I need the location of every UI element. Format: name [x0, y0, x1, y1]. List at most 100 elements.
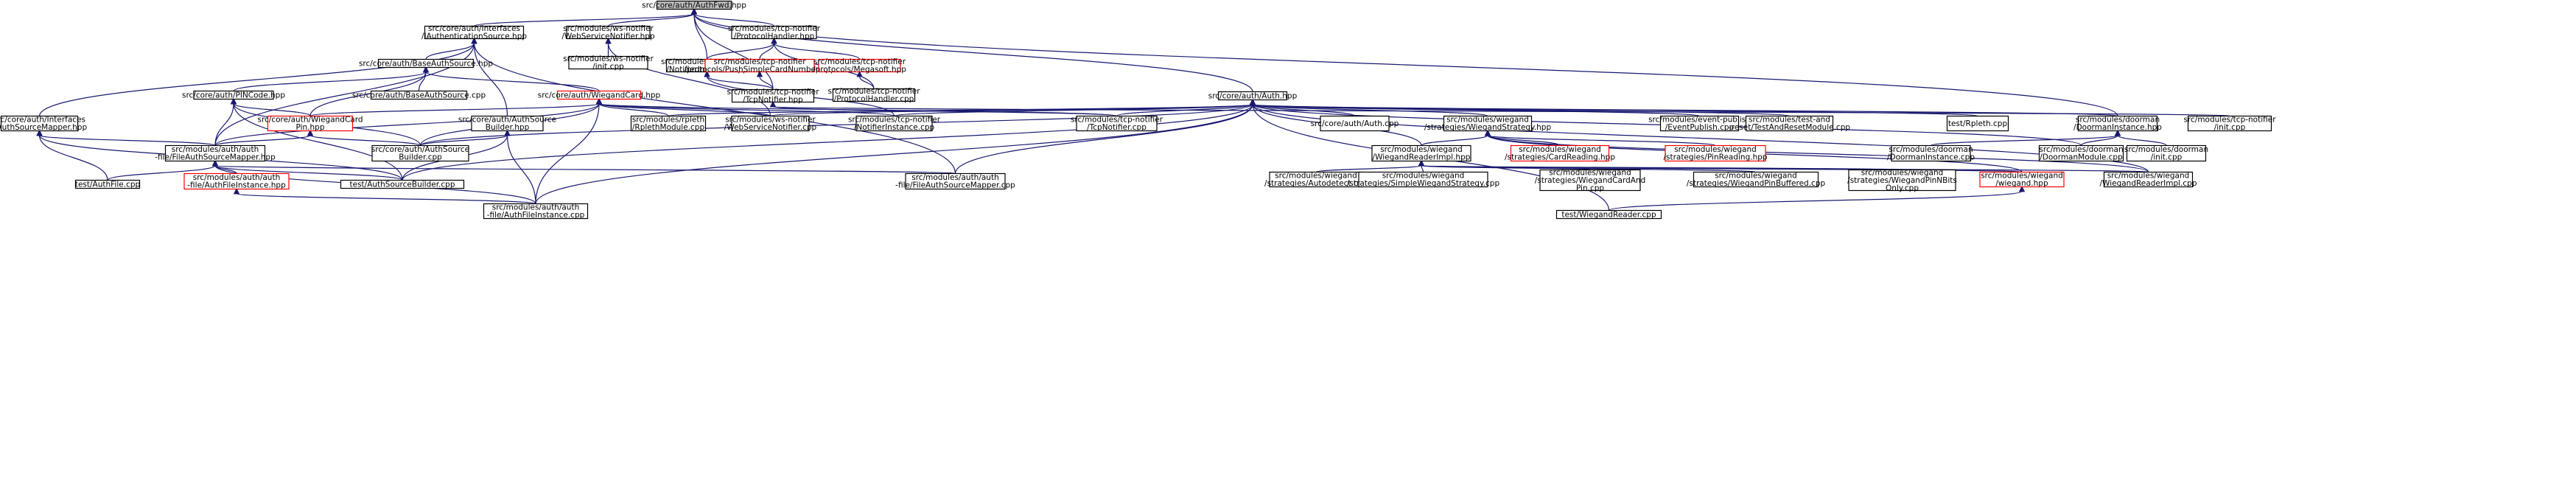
node-wsnotifcpp[interactable]: src/modules/ws-notifier/WebServiceNotifi… [724, 116, 817, 133]
node-label: src/modules/wiegand [1519, 145, 1601, 154]
node-testreset[interactable]: src/modules/test-and-reset/TestAndResetM… [1729, 116, 1850, 133]
node-label: src/modules/doorman [2039, 145, 2123, 154]
node-label: src/modules/auth/auth [172, 145, 259, 154]
node-testrpleth[interactable]: test/Rpleth.cpp [1946, 115, 2009, 132]
edge-authbuilderhpp-to-iauthsrc [471, 37, 508, 116]
node-label: /DoormanInstance.cpp [1887, 153, 1975, 162]
node-wiegreaderhpp[interactable]: src/modules/wiegand/WiegandReaderImpl.hp… [1371, 144, 1471, 162]
edge-wcpinhpp-to-wiegandcard [309, 97, 603, 117]
edge-authbuildercpp-to-authhpp [419, 98, 1256, 147]
file-nodes: src/core/auth/AuthFwd.hpp src/core/auth/I… [0, 0, 2276, 220]
edge-authfileinstcpp-to-authfileinsthpp [233, 187, 536, 205]
node-authmapperhpp[interactable]: src/modules/auth/auth-file/FileAuthSourc… [155, 144, 276, 162]
node-wsnotifier[interactable]: src/modules/ws-notifier/WebServiceNotifi… [561, 24, 655, 41]
edge-wiegreadercpp-to-wiegreaderhpp [1418, 160, 2149, 173]
node-label: Pin.hpp [296, 123, 325, 132]
node-iauthsrc[interactable]: src/core/auth/Interfaces/IAuthentication… [421, 24, 527, 41]
node-pinbuffered[interactable]: src/modules/wiegand/strategies/WiegandPi… [1687, 172, 1826, 189]
node-label: src/core/auth/Interfaces [428, 24, 520, 33]
edge-iauthsrc-to-authfwd [473, 7, 698, 27]
node-doormaninsthpp[interactable]: src/modules/doorman/DoormanInstance.hpp [2073, 116, 2162, 133]
node-tcpinit[interactable]: src/modules/tcp-notifier/init.cpp [2183, 116, 2276, 133]
node-pinreading[interactable]: src/modules/wiegand/strategies/PinReadin… [1663, 144, 1768, 162]
node-label: -reset/TestAndResetModule.cpp [1729, 123, 1850, 132]
node-label: src/core/auth/Auth.cpp [1311, 119, 1399, 128]
edge-wcpinhpp-to-pincode [230, 97, 311, 117]
node-baseauthhpp[interactable]: src/core/auth/BaseAuthSource.hpp [359, 58, 493, 68]
node-doormaninstcpp[interactable]: src/modules/doorman/DoormanInstance.cpp [1887, 144, 1975, 162]
node-label: test/WiegandReader.cpp [1561, 210, 1656, 219]
node-authcpp[interactable]: src/core/auth/Auth.cpp [1311, 115, 1399, 132]
node-authfwd[interactable]: src/core/auth/AuthFwd.hpp [642, 0, 746, 10]
node-label: src/modules/test-and [1749, 116, 1830, 125]
node-simplestrat[interactable]: src/modules/wiegand/strategies/SimpleWie… [1347, 172, 1500, 189]
node-authfileinstcpp[interactable]: src/modules/auth/auth-file/AuthFileInsta… [483, 203, 589, 220]
node-tcpnotifhpp[interactable]: src/modules/tcp-notifier/TcpNotifier.hpp [727, 88, 819, 105]
node-label: /IAuthSourceMapper.hpp [0, 123, 87, 132]
edge-filemappercpp-to-authhpp [954, 98, 1256, 174]
node-label: src/modules/doorman [2124, 145, 2208, 154]
node-label: src/core/auth/Interfaces [0, 116, 85, 125]
node-label: /DoormanModule.cpp [2040, 153, 2123, 162]
node-testauthfile[interactable]: test/AuthFile.cpp [75, 179, 141, 189]
edge-doormaninstcpp-to-doormaninsthpp [1930, 129, 2121, 147]
node-pincode[interactable]: src/core/auth/PINCode.hpp [182, 90, 285, 100]
node-pushsimple[interactable]: src/modules/tcp-notifier/protocols/PushS… [684, 57, 836, 74]
node-filemappercpp[interactable]: src/modules/auth/auth-file/FileAuthSourc… [895, 172, 1015, 190]
node-label: src/modules/auth/auth [911, 173, 998, 182]
edge-tcpnotifhpp-to-pushsimple [756, 70, 774, 90]
node-authbuilderhpp[interactable]: src/core/auth/AuthSourceBuilder.hpp [458, 116, 556, 133]
node-testauthbuilder[interactable]: test/AuthSourceBuilder.cpp [340, 179, 465, 189]
node-authbuildercpp[interactable]: src/core/auth/AuthSourceBuilder.cpp [371, 144, 469, 162]
node-wiegandcard[interactable]: src/core/auth/WiegandCard.hpp [538, 90, 661, 100]
node-wsinit[interactable]: src/modules/ws-notifier/init.cpp [563, 55, 654, 71]
node-cardandpin[interactable]: src/modules/wiegand/strategies/WiegandCa… [1535, 168, 1646, 192]
node-wiegreadercpp[interactable]: src/modules/wiegand/WiegandReaderImpl.cp… [2100, 172, 2197, 189]
node-label: /IAuthenticationSource.hpp [421, 32, 527, 41]
edge-wsnotifcpp-to-wiegandcard [595, 97, 771, 117]
edge-pinreading-to-wiegstrat [1484, 129, 1716, 147]
node-eventpub[interactable]: src/modules/event-publish/EventPublish.c… [1648, 116, 1751, 133]
edge-tcpnotifhpp-to-tcpnotifinst [704, 70, 774, 91]
edge-tcpnotifcpp-to-tcpnotifhpp [769, 100, 1118, 117]
edge-authmapperhpp-to-iauthmapper [36, 129, 216, 147]
node-label: /DoormanInstance.hpp [2073, 123, 2162, 132]
node-label: test/Rpleth.cpp [1948, 119, 2008, 128]
node-label: src/modules/tcp-notifier [727, 88, 819, 97]
node-label: /ProtocolHandler.cpp [834, 95, 914, 104]
node-baseauthcpp[interactable]: src/core/auth/BaseAuthSource.cpp [352, 90, 486, 100]
node-cardreading[interactable]: src/modules/wiegand/strategies/CardReadi… [1505, 144, 1615, 162]
node-wieghpp[interactable]: src/modules/wiegand/wiegand.hpp [1979, 172, 2065, 189]
node-pinnbits[interactable]: src/modules/wiegand/strategies/WiegandPi… [1847, 168, 1957, 192]
edge-wiegstrat-to-authhpp [1249, 98, 1488, 117]
edge-wiegandcard-to-baseauthhpp [422, 66, 600, 92]
edge-doormanmod-to-doormaninsthpp [2080, 129, 2121, 147]
node-label: src/modules/wiegand [2107, 172, 2190, 181]
node-protohandlercpp[interactable]: src/modules/tcp-notifier/ProtocolHandler… [827, 87, 920, 104]
node-testwiegreader[interactable]: test/WiegandReader.cpp [1555, 209, 1662, 219]
node-authfileinsthpp[interactable]: src/modules/auth/auth-file/AuthFileInsta… [183, 172, 290, 190]
node-tcpproto[interactable]: src/modules/tcp-notifier/ProtocolHandler… [728, 24, 821, 41]
node-rpleth[interactable]: src/modules/rpleth/RplethModule.cpp [630, 116, 707, 133]
node-authhpp[interactable]: src/core/auth/Auth.hpp [1208, 91, 1298, 100]
edge-authmapperhpp-to-wiegandcard [214, 97, 603, 146]
node-iauthmapper[interactable]: src/core/auth/Interfaces/IAuthSourceMapp… [0, 116, 87, 133]
node-label: Only.cpp [1886, 184, 1919, 192]
node-label: /WiegandReaderImpl.cpp [2100, 179, 2197, 188]
node-notifinstcpp[interactable]: src/modules/tcp-notifier/NotifierInstanc… [848, 116, 941, 133]
edge-protohandlercpp-to-megasoft [856, 70, 875, 89]
node-label: src/modules/tcp-notifier [827, 87, 920, 96]
node-tcpnotifcpp[interactable]: src/modules/tcp-notifier/TcpNotifier.cpp [1071, 116, 1163, 133]
node-megasoft[interactable]: src/modules/tcp-notifier/protocols/Megas… [813, 57, 906, 74]
node-doormaninit[interactable]: src/modules/doorman/init.cpp [2124, 144, 2208, 162]
node-label: src/modules/wiegand [1674, 145, 1757, 154]
node-label: src/core/auth/AuthFwd.hpp [642, 1, 746, 10]
node-label: test/AuthFile.cpp [75, 180, 141, 189]
node-wiegstrat[interactable]: src/modules/wiegand/strategies/WiegandSt… [1424, 116, 1552, 133]
node-doormanmod[interactable]: src/modules/doorman/DoormanModule.cpp [2038, 144, 2124, 162]
edge-pincode-to-baseauthhpp [233, 66, 430, 92]
edge-testauthbuilder-to-authmapperhpp [211, 159, 403, 181]
edge-wsnotifier-to-authfwd [607, 7, 698, 27]
